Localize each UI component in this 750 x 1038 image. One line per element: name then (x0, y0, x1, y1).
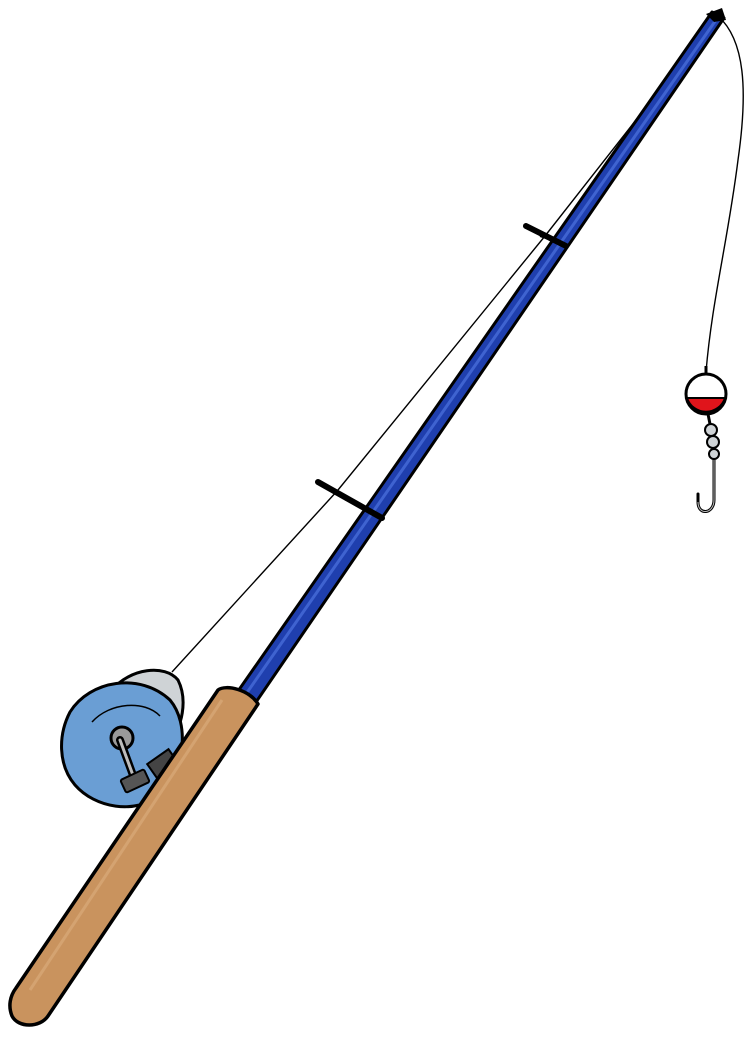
line-guide-lower (315, 479, 385, 521)
swivel (704, 423, 720, 460)
rod-tip-icon (706, 8, 726, 22)
reel-crank-knob (119, 768, 151, 794)
rod-handle (8, 685, 260, 1027)
fishing-line-main (171, 17, 717, 673)
fishing-line-hanging (705, 15, 744, 373)
rod-highlight (244, 19, 718, 695)
hook-icon (696, 458, 716, 513)
line-guide-upper (523, 223, 569, 249)
bobber (684, 366, 728, 425)
